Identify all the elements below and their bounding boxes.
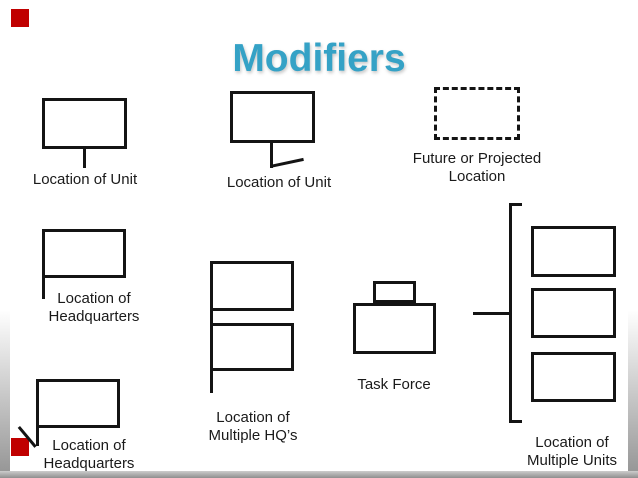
symbol-label-line1: Location of xyxy=(216,409,290,426)
symbol-label-line2: Multiple HQ’s xyxy=(208,427,298,444)
unit-frame xyxy=(353,303,436,354)
symbol-label: Location of Multiple Units xyxy=(502,434,638,470)
symbol-label: Location of Headquarters xyxy=(24,290,164,326)
hq-frame-lower xyxy=(210,323,294,371)
symbol-label-line2: Headquarters xyxy=(43,455,135,472)
bracket-top-tick xyxy=(509,203,522,206)
unit-frame xyxy=(230,91,315,143)
task-force-cap-frame xyxy=(373,281,416,303)
symbol-label-line2: Headquarters xyxy=(48,308,140,325)
hq-staff-line xyxy=(36,420,39,446)
symbol-label-line1: Location of xyxy=(52,437,126,454)
symbol-label-line2: Multiple Units xyxy=(526,452,618,469)
unit-frame-middle xyxy=(531,288,616,338)
symbol-label: Future or Projected Location xyxy=(397,150,557,186)
bracket-bottom-tick xyxy=(509,420,522,423)
symbol-label: Task Force xyxy=(357,376,431,393)
location-staff-line xyxy=(83,149,86,168)
symbol-label-line1: Location of xyxy=(57,290,131,307)
unit-frame-bottom xyxy=(531,352,616,402)
symbol-label-line1: Future or Projected xyxy=(412,150,542,167)
hq-frame xyxy=(42,229,126,278)
dashed-unit-frame xyxy=(434,87,520,140)
right-edge-shadow xyxy=(628,310,638,471)
hq-staff-line xyxy=(42,275,45,299)
red-square-accent-bottom xyxy=(11,438,29,456)
hq-frame xyxy=(36,379,120,428)
bottom-divider-bar xyxy=(0,471,638,478)
unit-frame-top xyxy=(531,226,616,277)
symbol-label-line2: Location xyxy=(448,168,506,185)
offset-pointer-diagonal-line xyxy=(270,157,304,168)
red-square-accent-top xyxy=(11,9,29,27)
bracket-connector-line xyxy=(473,312,510,315)
unit-frame xyxy=(42,98,127,149)
symbol-label-line1: Location of xyxy=(535,434,609,451)
slide-title: Modifiers xyxy=(232,37,406,80)
bracket-vertical-line xyxy=(509,203,512,423)
symbol-label: Location of Headquarters xyxy=(19,437,159,473)
symbol-label: Location of Multiple HQ’s xyxy=(183,409,323,445)
left-edge-shadow xyxy=(0,310,10,471)
symbol-label: Location of Unit xyxy=(226,174,332,191)
hq-frame-upper xyxy=(210,261,294,311)
symbol-label: Location of Unit xyxy=(32,171,138,188)
offset-pointer-vertical-line xyxy=(270,143,273,168)
